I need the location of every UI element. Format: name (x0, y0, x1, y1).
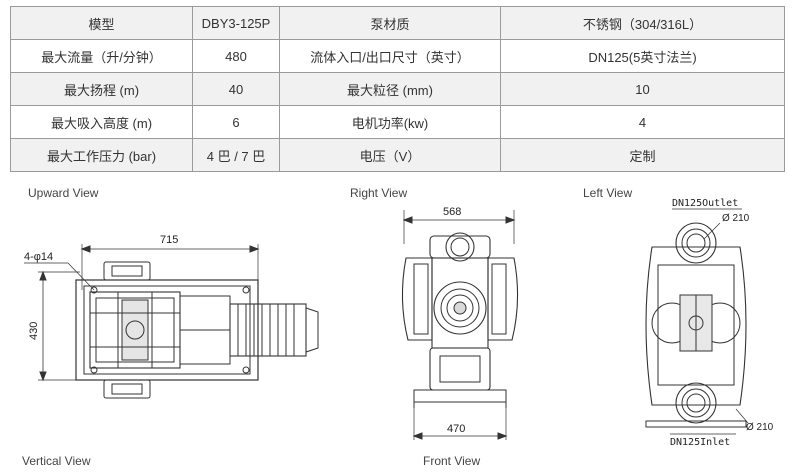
dim-length-label: 715 (160, 234, 178, 246)
table-row: 最大工作压力 (bar) 4 巴 / 7 巴 电压（V） 定制 (10, 138, 785, 172)
spec-table: 模型 DBY3-125P 泵材质 不锈钢（304/316L） 最大流量（升/分钟… (10, 6, 785, 172)
spec-label: 模型 (10, 6, 193, 40)
spec-label: 电压（V） (279, 138, 501, 172)
spec-label: 最大流量（升/分钟） (10, 39, 193, 73)
outlet-label: DN125Outlet (672, 198, 738, 209)
outlet-diameter-label: Ø 210 (722, 213, 750, 224)
spec-value: 40 (192, 72, 280, 106)
upward-view-drawing: 715 430 4-φ14 (24, 234, 319, 399)
upward-view-title: Upward View (28, 186, 99, 200)
spec-label: 电机功率(kw) (279, 105, 501, 139)
spec-value: 10 (500, 72, 785, 106)
front-view-title: Front View (423, 454, 481, 468)
table-row: 最大吸入高度 (m) 6 电机功率(kw) 4 (10, 105, 785, 139)
spec-label: 流体入口/出口尺寸（英寸） (279, 39, 501, 73)
inlet-label: DN125Inlet (670, 437, 730, 448)
vertical-view-title: Vertical View (22, 454, 91, 468)
dim-holes-label: 4-φ14 (24, 251, 53, 263)
dim-top-label: 568 (443, 206, 461, 218)
spec-label: 最大粒径 (mm) (279, 72, 501, 106)
spec-value: 6 (192, 105, 280, 139)
spec-label: 最大扬程 (m) (10, 72, 193, 106)
spec-label: 最大吸入高度 (m) (10, 105, 193, 139)
spec-value: 不锈钢（304/316L） (500, 6, 785, 40)
spec-value: 定制 (500, 138, 785, 172)
left-view-drawing: DN125Outlet Ø 210 Ø 210 DN125Inlet (645, 198, 774, 448)
spec-value: 4 (500, 105, 785, 139)
dim-width-label: 430 (28, 322, 40, 340)
dim-bottom-label: 470 (447, 423, 465, 435)
table-row: 模型 DBY3-125P 泵材质 不锈钢（304/316L） (10, 6, 785, 40)
left-view-title: Left View (583, 186, 633, 200)
spec-value: 4 巴 / 7 巴 (192, 138, 280, 172)
table-row: 最大扬程 (m) 40 最大粒径 (mm) 10 (10, 72, 785, 106)
spec-value: 480 (192, 39, 280, 73)
right-view-drawing: 568 470 (401, 206, 519, 440)
spec-label: 最大工作压力 (bar) (10, 138, 193, 172)
spec-value: DN125(5英寸法兰) (500, 39, 785, 73)
spec-label: 泵材质 (279, 6, 501, 40)
table-row: 最大流量（升/分钟） 480 流体入口/出口尺寸（英寸） DN125(5英寸法兰… (10, 39, 785, 73)
right-view-title: Right View (350, 186, 408, 200)
inlet-diameter-label: Ø 210 (746, 422, 774, 433)
spec-value: DBY3-125P (192, 6, 280, 40)
